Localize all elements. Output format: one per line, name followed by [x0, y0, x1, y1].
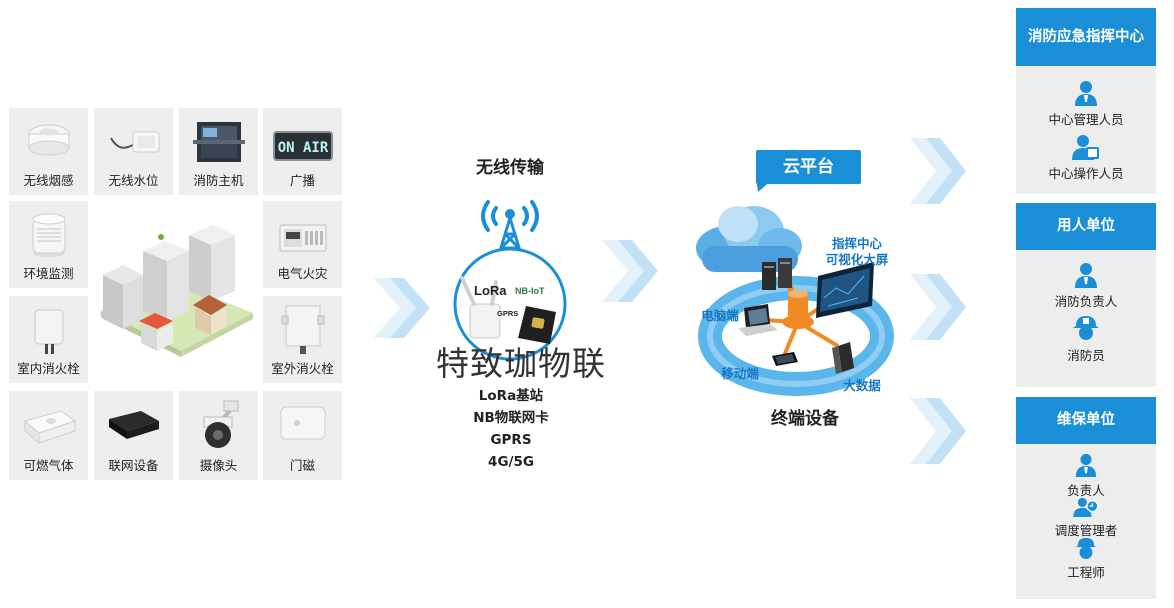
manager-icon: [1075, 81, 1097, 106]
org-title-maintenance: 维保单位: [1016, 397, 1156, 444]
building-right: [189, 225, 235, 301]
device-tile-gas[interactable]: 可燃气体: [9, 391, 88, 480]
gprs-badge: GPRS: [497, 309, 519, 318]
mobile-label: 移动端: [721, 366, 759, 381]
device-label: 摄像头: [199, 458, 238, 473]
role-label: 消防负责人: [1054, 294, 1118, 309]
person-icon: [1075, 453, 1097, 477]
bigdata-device-icon: [832, 342, 854, 374]
fire-host-icon: [192, 122, 245, 162]
firefighter-icon: [1073, 316, 1099, 340]
building-tall: [143, 234, 189, 321]
command-center-label: 指挥中心 可视化大屏: [825, 236, 889, 267]
role-label: 中心管理人员: [1048, 112, 1124, 127]
role-label: 中心操作人员: [1048, 166, 1124, 181]
role-fire-manager[interactable]: 消防负责人: [1016, 262, 1156, 310]
broadcast-icon: ON AIR: [272, 131, 333, 161]
cloud-platform-badge: 云平台: [756, 150, 861, 184]
house-red: [139, 313, 173, 351]
device-label: 可燃气体: [23, 458, 74, 473]
arrow-chevron-2: [602, 240, 658, 302]
role-center-manager[interactable]: 中心管理人员: [1016, 80, 1156, 128]
device-tile-camera[interactable]: 摄像头: [179, 391, 258, 480]
device-tile-host[interactable]: 消防主机: [179, 108, 258, 195]
role-label: 负责人: [1067, 483, 1105, 498]
wireless-item: NB物联网卡: [473, 410, 549, 426]
device-tile-door[interactable]: 门磁: [263, 391, 342, 480]
cloud-icon: [696, 206, 802, 272]
watermark-text: 特致珈物联: [436, 344, 606, 383]
gas-detector-icon: [23, 410, 76, 445]
pc-label: 电脑端: [701, 308, 739, 323]
role-label: 消防员: [1067, 348, 1105, 363]
environment-monitor-icon: [32, 213, 65, 257]
person-icon: [1075, 263, 1097, 288]
device-label: 电气火灾: [277, 266, 328, 281]
wireless-item: LoRa基站: [478, 388, 544, 404]
role-engineer[interactable]: 工程师: [1016, 537, 1156, 581]
arrow-chevron-1: [374, 278, 430, 338]
command-screen-icon: [816, 262, 874, 318]
dispatcher-icon: [1073, 497, 1099, 517]
arrow-chevron-3c: [910, 398, 966, 464]
device-tile-outdoor-hydrant[interactable]: 室外消火栓: [263, 296, 342, 383]
phone-icon: [772, 352, 798, 366]
sim-card-icon: [518, 306, 556, 344]
device-tile-electrical[interactable]: 电气火灾: [263, 201, 342, 288]
camera-icon: [203, 400, 238, 448]
electrical-fire-icon: [279, 224, 326, 252]
role-label: 工程师: [1067, 565, 1105, 580]
org-title-employer: 用人单位: [1016, 203, 1156, 250]
door-sensor-icon: [280, 406, 325, 440]
role-maint-lead[interactable]: 负责人: [1016, 453, 1156, 499]
wireless-title: 无线传输: [476, 158, 544, 178]
lora-badge: LoRa: [474, 283, 507, 298]
device-tile-env[interactable]: 环境监测: [9, 201, 88, 288]
nbiot-badge: NB-IoT: [515, 286, 545, 296]
device-tile-smoke[interactable]: 无线烟感: [9, 108, 88, 195]
device-label: 无线水位: [108, 173, 159, 188]
antenna-tower-icon: [481, 200, 539, 265]
router-icon: [460, 276, 501, 339]
building-left: [103, 265, 143, 329]
role-firefighter[interactable]: 消防员: [1016, 316, 1156, 364]
role-label: 调度管理者: [1054, 523, 1118, 538]
wireless-list: LoRa基站 NB物联网卡 GPRS 4G/5G: [444, 385, 578, 473]
bigdata-label: 大数据: [843, 378, 881, 393]
arrow-chevron-3a: [910, 138, 966, 204]
server-icon: [762, 258, 792, 290]
engineer-icon: [1075, 537, 1097, 559]
device-tile-network[interactable]: 联网设备: [94, 391, 173, 480]
wireless-item: 4G/5G: [488, 454, 534, 470]
wireless-item: GPRS: [490, 432, 532, 448]
arrow-chevron-3b: [910, 274, 966, 340]
role-center-operator[interactable]: 中心操作人员: [1016, 134, 1156, 182]
house-brown: [193, 295, 227, 335]
buildings-illustration: [101, 225, 253, 357]
on-air-text: ON AIR: [277, 140, 328, 156]
terminal-caption: 终端设备: [771, 409, 839, 429]
operator-icon: [1072, 135, 1099, 160]
device-label: 联网设备: [108, 458, 159, 473]
device-tile-broadcast[interactable]: ON AIR 广播: [263, 108, 342, 195]
device-tile-water[interactable]: 无线水位: [94, 108, 173, 195]
role-dispatcher[interactable]: 调度管理者: [1016, 497, 1156, 539]
org-title-command: 消防应急指挥中心: [1016, 8, 1156, 66]
wireless-circle: [453, 247, 567, 361]
smoke-detector-icon: [28, 124, 69, 156]
device-label: 室外消火栓: [271, 361, 334, 376]
device-label: 室内消火栓: [17, 361, 80, 376]
cloud-platform-illustration: [696, 206, 894, 396]
device-label: 广播: [289, 173, 315, 188]
network-device-icon: [108, 411, 159, 439]
device-tile-indoor-hydrant[interactable]: 室内消火栓: [9, 296, 88, 383]
device-label: 无线烟感: [23, 173, 74, 188]
device-label: 环境监测: [23, 266, 74, 281]
water-level-sensor-icon: [109, 131, 159, 153]
indoor-hydrant-icon: [34, 309, 63, 354]
laptop-icon: [738, 304, 778, 336]
outdoor-hydrant-icon: [281, 305, 324, 354]
device-label: 门磁: [289, 458, 315, 473]
device-label: 消防主机: [193, 173, 244, 188]
